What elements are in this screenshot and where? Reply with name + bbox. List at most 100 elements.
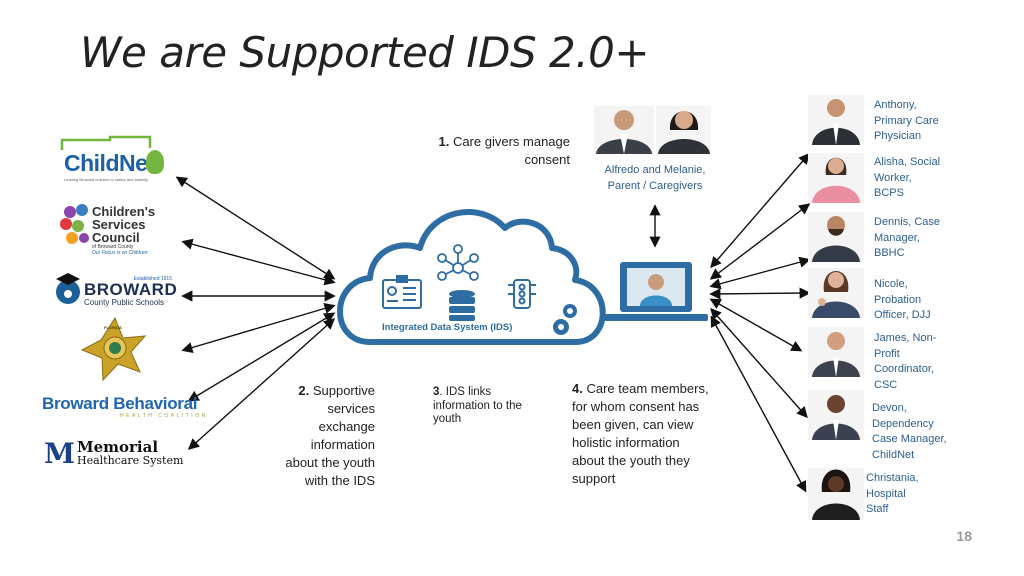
team-name-line: Alisha, Social bbox=[874, 156, 941, 168]
childnet-house-icon bbox=[60, 135, 152, 150]
step-1-caption: 1. Care givers manage consent bbox=[420, 133, 570, 169]
arrow-memorial bbox=[187, 318, 336, 450]
team-photo-james bbox=[808, 327, 864, 377]
step-4-line3: been given, can view bbox=[572, 417, 694, 432]
team-name-line: Staff bbox=[866, 503, 889, 515]
csc-logo-line5: Our Focus is on Children. bbox=[92, 250, 149, 256]
team-name-line: Coordinator, bbox=[874, 363, 934, 375]
broward-schools-name: BROWARD bbox=[84, 280, 178, 299]
team-name-line: BBHC bbox=[874, 247, 905, 259]
step-2-line5: about the youth bbox=[285, 455, 375, 470]
team-name-line: Officer, DJJ bbox=[874, 309, 931, 321]
team-name-line: BCPS bbox=[874, 187, 904, 199]
step-4-line2: for whom consent has bbox=[572, 399, 700, 414]
step-3-caption: 3. IDS links information to the youth bbox=[433, 386, 548, 427]
slide-title: We are Supported IDS 2.0+ bbox=[80, 28, 650, 77]
sheriff-logo-text: FLORIDA bbox=[104, 325, 122, 330]
id-card-icon bbox=[382, 275, 422, 309]
team-name-dennis: Dennis, Case Manager, BBHC bbox=[874, 215, 940, 262]
team-name-line: Devon, bbox=[872, 402, 907, 414]
team-name-line: Worker, bbox=[874, 171, 912, 184]
step-2-line3: exchange bbox=[318, 419, 375, 434]
childnet-logo-name: ChildNet bbox=[64, 150, 155, 176]
team-photo-christania bbox=[808, 468, 864, 520]
childnet-logo-tagline: Leading Broward children to safety and s… bbox=[64, 177, 148, 182]
team-name-devon: Devon, Dependency Case Manager, ChildNet bbox=[872, 401, 947, 463]
csc-logo-line2: Services bbox=[92, 217, 146, 232]
database-icon bbox=[449, 290, 475, 321]
step-4-line5: about the youth they bbox=[572, 453, 690, 468]
team-photo-devon bbox=[808, 390, 864, 440]
arrow-nicole bbox=[709, 287, 811, 300]
team-name-line: Christania, bbox=[866, 472, 919, 484]
bbhc-logo-line2: HEALTH COALITION bbox=[120, 413, 208, 419]
team-name-line: Dennis, Case bbox=[874, 216, 941, 228]
team-name-line: Physician bbox=[874, 130, 922, 142]
team-name-line: James, Non- bbox=[874, 332, 937, 344]
caregiver-photo-alfredo bbox=[594, 106, 654, 154]
arrow-dennis bbox=[709, 256, 811, 290]
bbhc-logo: Broward Behavioral HEALTH COALITION bbox=[42, 395, 208, 420]
arrow-christania bbox=[710, 315, 807, 493]
memorial-logo-mark: M bbox=[44, 437, 75, 470]
step-2-line4: information bbox=[310, 437, 375, 452]
team-name-line: Profit bbox=[874, 347, 900, 360]
traffic-light-icon bbox=[508, 279, 536, 309]
memorial-logo: M Memorial Healthcare System bbox=[44, 440, 183, 468]
broward-schools-logo: Established 1915 BROWARD County Public S… bbox=[84, 276, 177, 308]
step-1-line2: consent bbox=[524, 152, 570, 167]
team-name-james: James, Non- Profit Coordinator, CSC bbox=[874, 331, 936, 393]
step-4-line4: holistic information bbox=[572, 435, 680, 450]
handprint-icon bbox=[146, 150, 164, 174]
step-3-line1: . IDS links bbox=[439, 386, 492, 398]
csc-logo-line1: Children's bbox=[92, 204, 156, 219]
memorial-logo-line2: Healthcare System bbox=[77, 454, 184, 467]
cloud-label: Integrated Data System (IDS) bbox=[382, 322, 513, 333]
team-name-line: Nicole, bbox=[874, 278, 908, 290]
broward-schools-sub: County Public Schools bbox=[84, 298, 165, 307]
sheriff-badge-icon bbox=[80, 316, 147, 382]
memorial-logo-line1: Memorial bbox=[77, 438, 159, 456]
arrow-anthony bbox=[710, 152, 810, 269]
caregiver-photo-melanie bbox=[656, 106, 711, 154]
page-number: 18 bbox=[956, 528, 972, 544]
caregivers-line2: Parent / Caregivers bbox=[607, 179, 703, 192]
step-3-number: 3 bbox=[433, 386, 440, 398]
step-2-number: 2. bbox=[298, 383, 310, 398]
sheriff-logo: FLORIDA bbox=[104, 325, 122, 330]
network-icon bbox=[437, 244, 479, 281]
team-name-alisha: Alisha, Social Worker, BCPS bbox=[874, 155, 940, 202]
childnet-logo: ChildNet Leading Broward children to saf… bbox=[64, 150, 164, 182]
csc-puzzle-icon bbox=[60, 204, 89, 244]
step-1-number: 1. bbox=[438, 134, 450, 149]
csc-logo-line3: Council bbox=[92, 230, 140, 245]
gears-icon bbox=[553, 304, 577, 335]
team-name-line: ChildNet bbox=[872, 448, 915, 461]
graduate-cap-icon bbox=[56, 273, 80, 304]
team-photo-alisha bbox=[808, 153, 864, 203]
arrow-csc bbox=[181, 238, 336, 286]
team-name-nicole: Nicole, Probation Officer, DJJ bbox=[874, 277, 931, 324]
step-2-caption: 2. Supportive services exchange informat… bbox=[254, 382, 375, 490]
team-name-line: Anthony, bbox=[874, 99, 917, 111]
team-photo-dennis bbox=[808, 212, 864, 262]
team-name-anthony: Anthony, Primary Care Physician bbox=[874, 98, 939, 145]
step-3-line3: youth bbox=[433, 413, 462, 425]
csc-logo-line4: of Broward County bbox=[92, 244, 134, 250]
arrow-alisha bbox=[709, 203, 811, 280]
team-photo-nicole bbox=[808, 268, 864, 318]
caregivers-line1: Alfredo and Melanie, bbox=[604, 164, 706, 176]
team-name-line: CSC bbox=[874, 378, 898, 391]
step-3-line2: information to the bbox=[433, 399, 522, 412]
team-name-christania: Christania, Hospital Staff bbox=[866, 471, 919, 518]
step-4-number: 4. bbox=[572, 381, 583, 396]
team-name-line: Case Manager, bbox=[872, 433, 947, 445]
bbhc-logo-line1: Broward Behavioral bbox=[42, 394, 198, 413]
arrow-childnet bbox=[175, 176, 336, 280]
team-name-line: Dependency bbox=[872, 417, 934, 430]
team-name-line: Manager, bbox=[874, 231, 920, 244]
team-name-line: Probation bbox=[874, 293, 922, 306]
laptop-icon bbox=[604, 262, 708, 321]
step-1-line1: Care givers manage bbox=[452, 134, 570, 149]
